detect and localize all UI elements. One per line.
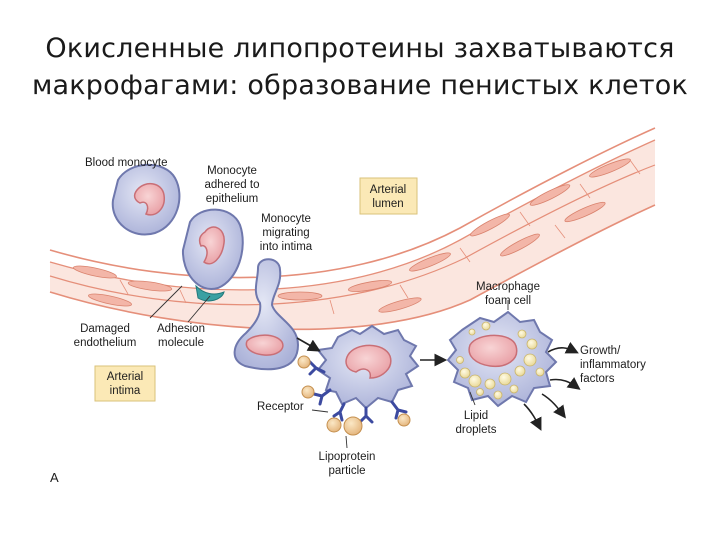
monocyte-adhered-label-1: Monocyte xyxy=(207,165,257,177)
receptors xyxy=(308,360,408,424)
growth-factors-label-1: Growth/ xyxy=(580,345,621,357)
damaged-endothelium-label-1: Damaged xyxy=(80,323,130,335)
leader-lines xyxy=(149,285,509,449)
slide-title: Окисленные липопротеины захватываются ма… xyxy=(0,30,720,104)
monocyte-adhered-label-3: epithelium xyxy=(206,193,258,205)
arterial-intima-label-1: Arterial xyxy=(107,371,143,383)
process-arrows xyxy=(296,337,581,431)
damaged-endothelium-label-2: endothelium xyxy=(74,337,137,349)
adhesion-molecule-label-2: molecule xyxy=(158,337,204,349)
arterial-intima-box: Arterial intima xyxy=(94,365,156,402)
arterial-lumen-box: Arterial lumen xyxy=(359,177,418,215)
title-line-1: Окисленные липопротеины захватываются xyxy=(45,33,675,64)
foam-cell-label-2: foam cell xyxy=(485,295,531,307)
foam-cell xyxy=(446,310,558,408)
blood-monocyte xyxy=(111,163,181,236)
growth-factors-label-2: inflammatory xyxy=(580,359,646,371)
monocyte-migrating-label-2: migrating xyxy=(262,227,309,239)
monocyte-adhered-label-2: adhered to xyxy=(205,179,260,191)
monocyte-migrating-label-1: Monocyte xyxy=(261,213,311,225)
growth-factors-label-3: factors xyxy=(580,373,615,385)
lipid-droplets-shape xyxy=(456,321,545,400)
bound-lipoproteins xyxy=(297,355,411,433)
arterial-lumen-label-1: Arterial xyxy=(370,184,406,196)
monocyte-migrating-label-3: into intima xyxy=(260,241,313,253)
macrophage xyxy=(316,324,420,410)
lipoprotein-particle-shape xyxy=(343,416,363,436)
lipoprotein-particle-label-2: particle xyxy=(328,465,365,477)
receptor-label: Receptor xyxy=(257,401,304,413)
lipoprotein-particle-label-1: Lipoprotein xyxy=(319,451,376,463)
lipid-droplets-label-1: Lipid xyxy=(464,410,488,422)
arterial-intima-label-2: intima xyxy=(110,385,141,397)
foam-cell-label-1: Macrophage xyxy=(476,281,540,293)
blood-monocyte-label: Blood monocyte xyxy=(85,157,167,169)
lipid-droplets-label-2: droplets xyxy=(456,424,497,436)
title-line-2: макрофагами: образование пенистых клеток xyxy=(31,70,689,101)
adhered-monocyte xyxy=(181,208,244,302)
panel-letter: A xyxy=(50,470,59,485)
adhesion-molecule-label-1: Adhesion xyxy=(157,323,205,335)
vessel-endothelium xyxy=(49,127,656,331)
adhesion-molecule-shape xyxy=(195,284,225,302)
arterial-lumen-label-2: lumen xyxy=(372,198,403,210)
migrating-monocyte xyxy=(233,258,300,371)
